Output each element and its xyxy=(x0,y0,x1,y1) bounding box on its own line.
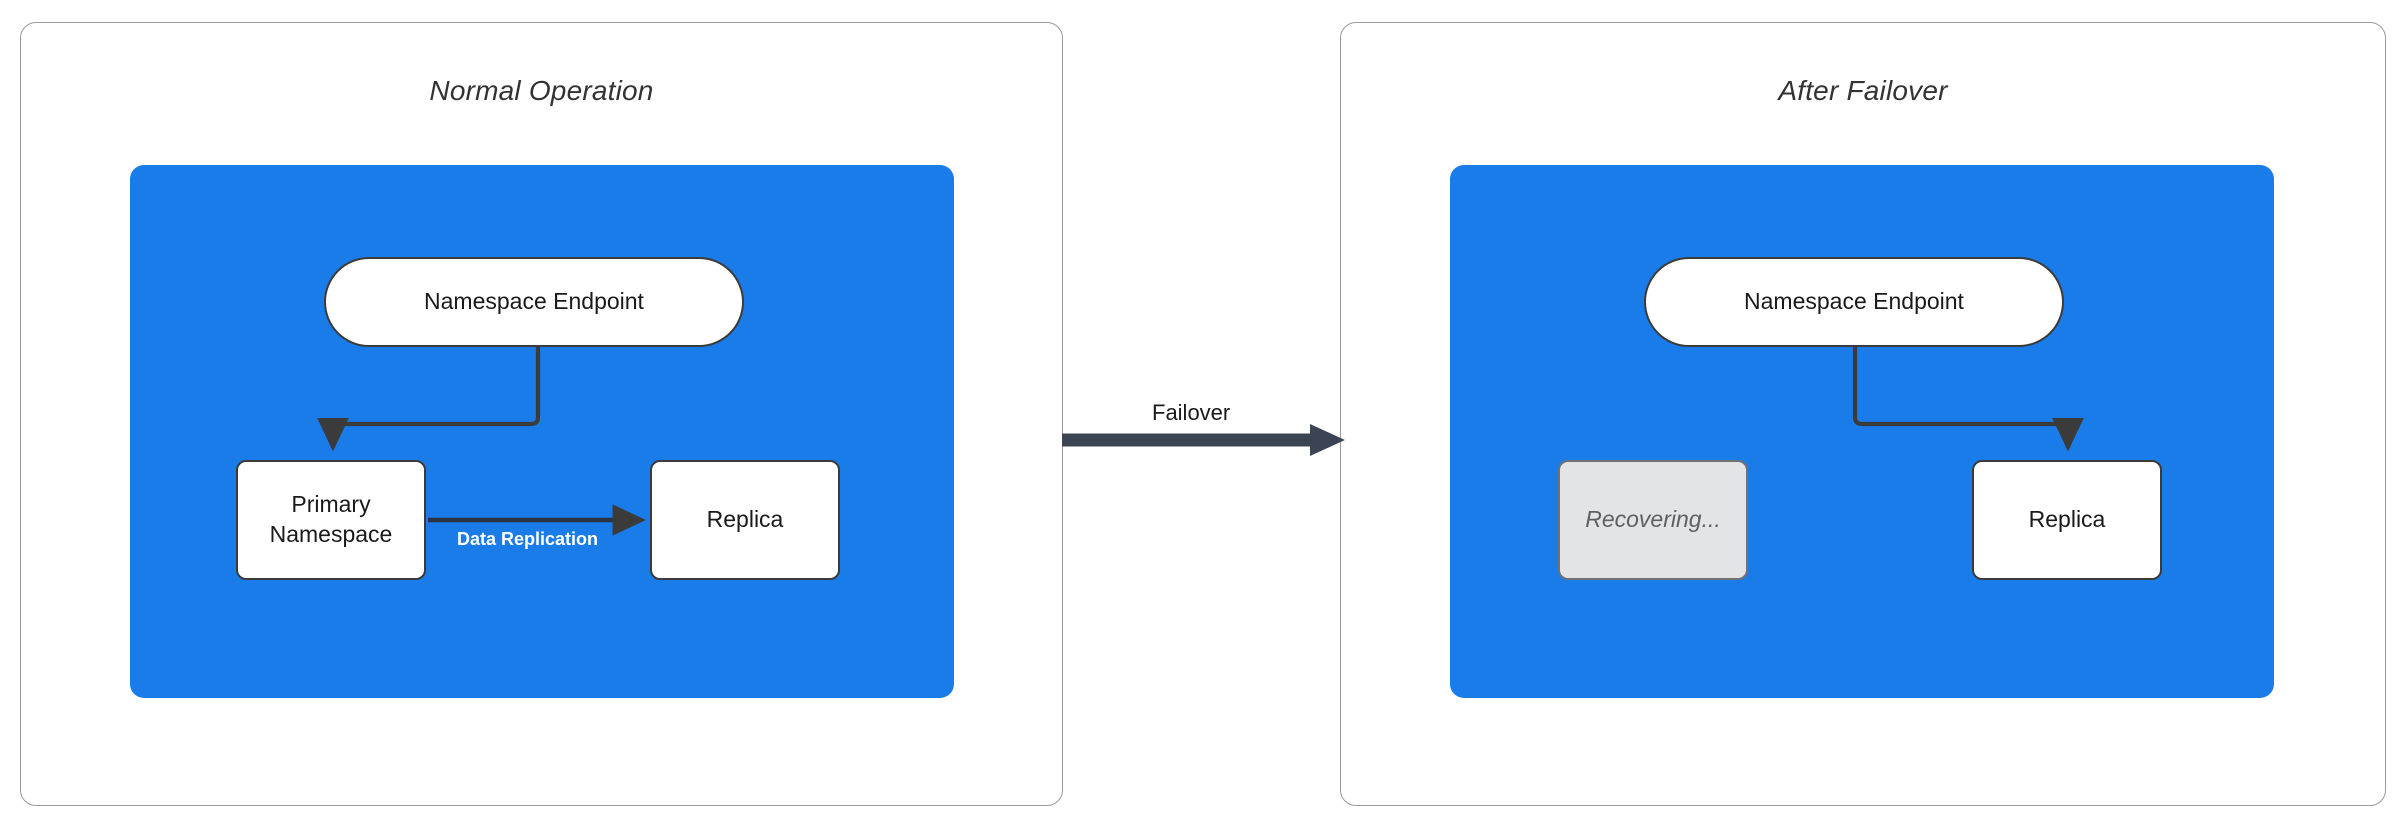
panel-title-after-failover: After Failover xyxy=(1778,75,1948,106)
node-label-replica-left: Replica xyxy=(706,506,784,533)
node-label-namespace-endpoint-left: Namespace Endpoint xyxy=(424,288,644,315)
node-namespace-endpoint-right[interactable]: Namespace Endpoint xyxy=(1644,257,2064,347)
node-recovering[interactable]: Recovering... xyxy=(1558,460,1748,580)
blue-region-after-failover xyxy=(1450,165,2274,698)
node-label-primary-namespace: Primary Namespace xyxy=(270,490,393,550)
edge-label-failover: Failover xyxy=(1152,400,1231,425)
node-primary-namespace[interactable]: Primary Namespace xyxy=(236,460,426,580)
edge-label-data-replication: Data Replication xyxy=(457,529,599,549)
node-replica-right[interactable]: Replica xyxy=(1972,460,2162,580)
node-label-primary-line1: Primary xyxy=(291,491,371,518)
edge-failover-transition xyxy=(1062,424,1345,456)
blue-region-normal-operation xyxy=(130,165,954,698)
node-label-recovering: Recovering... xyxy=(1585,506,1721,533)
node-namespace-endpoint-left[interactable]: Namespace Endpoint xyxy=(324,257,744,347)
node-label-replica-right: Replica xyxy=(2028,506,2106,533)
node-label-primary-line2: Namespace xyxy=(269,521,393,547)
node-replica-left[interactable]: Replica xyxy=(650,460,840,580)
node-label-namespace-endpoint-right: Namespace Endpoint xyxy=(1744,288,1964,315)
panel-title-normal-operation: Normal Operation xyxy=(429,75,654,106)
